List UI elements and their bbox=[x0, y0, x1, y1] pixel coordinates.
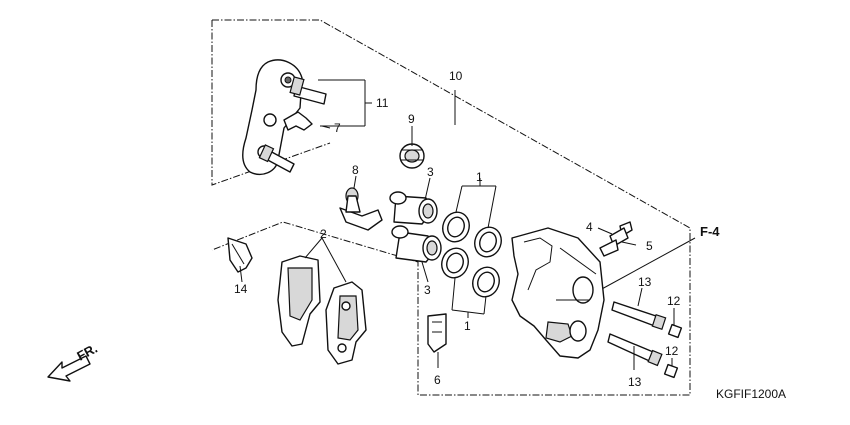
callout-1-lower: 1 bbox=[464, 319, 471, 333]
leader-f4 bbox=[599, 237, 696, 291]
callout-13-upper: 13 bbox=[638, 275, 652, 289]
assembly-boundary bbox=[211, 19, 691, 396]
callout-4: 4 bbox=[586, 220, 593, 234]
callout-14: 14 bbox=[234, 282, 248, 296]
slide-pins bbox=[607, 301, 683, 379]
callout-leaders bbox=[239, 79, 675, 370]
callout-12-upper: 12 bbox=[667, 294, 681, 308]
callout-8: 8 bbox=[352, 163, 359, 177]
caliper-body bbox=[511, 227, 605, 359]
callout-3-lower: 3 bbox=[424, 283, 431, 297]
callout-2: 2 bbox=[320, 227, 327, 241]
mounting-bolt bbox=[227, 237, 253, 273]
callout-1-upper: 1 bbox=[476, 170, 483, 184]
callout-3-upper: 3 bbox=[427, 165, 434, 179]
piston-seals bbox=[441, 211, 502, 298]
callout-7: 7 bbox=[334, 121, 341, 135]
callout-11: 11 bbox=[376, 96, 389, 110]
caliper-bracket bbox=[242, 59, 327, 176]
piston-upper bbox=[389, 191, 438, 225]
brake-pad-front bbox=[277, 255, 321, 347]
callout-13-lower: 13 bbox=[628, 375, 642, 389]
callout-9: 9 bbox=[408, 112, 415, 126]
piston-lower bbox=[391, 225, 442, 263]
pad-spring bbox=[427, 313, 447, 353]
callout-6: 6 bbox=[434, 373, 441, 387]
front-direction-arrow: FR. bbox=[47, 341, 100, 382]
callout-12-lower: 12 bbox=[665, 344, 679, 358]
callout-5: 5 bbox=[646, 239, 653, 253]
diagram-code: KGFIF1200A bbox=[716, 387, 786, 401]
callout-10: 10 bbox=[449, 69, 463, 83]
bleeder-valve bbox=[599, 221, 633, 257]
brake-pad-rear bbox=[325, 281, 367, 365]
section-ref-f4: F-4 bbox=[700, 224, 720, 239]
boot-9 bbox=[399, 143, 425, 169]
pin-bolt-8 bbox=[339, 187, 383, 231]
